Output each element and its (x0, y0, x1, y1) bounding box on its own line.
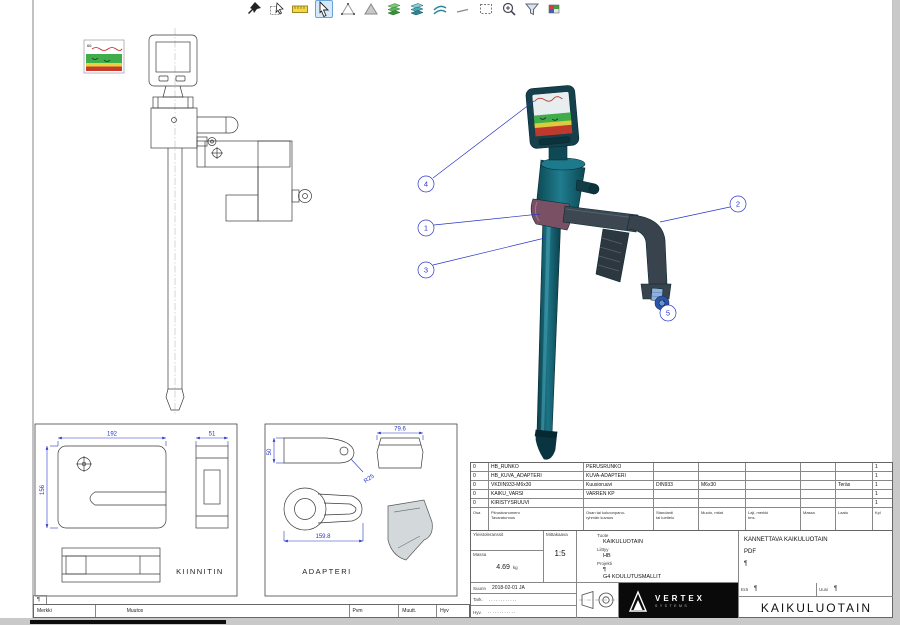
era-cell: Erä¶ (738, 583, 816, 597)
table-row: 0 VKDIN933-M6x30 Kuusioruuvi DIN933 M6x3… (471, 481, 892, 490)
balloon-5-circle (659, 304, 677, 322)
vertex-triangle-icon (628, 589, 648, 612)
revision-merkki: Merkki (34, 605, 96, 617)
pin-icon[interactable] (246, 1, 262, 17)
table-row: 0 HB_RUNKO PERUSRUNKO 1 (471, 463, 892, 472)
balloon-2-circle (729, 195, 747, 213)
title-block[interactable]: Yleistoleranssit Mittakaava 1:5 Massa 4.… (470, 531, 894, 618)
zoom-in-icon[interactable] (501, 1, 517, 17)
approved-by-cell: Hyv............. (473, 609, 517, 615)
checker-icon[interactable] (547, 1, 563, 17)
vertex-logo: VERTEX SYSTEMS (618, 583, 738, 618)
filter-icon[interactable] (524, 1, 540, 17)
drawing-toolbar (246, 0, 563, 18)
product-title: KANNETTAVA KAIKULUOTAIN (744, 537, 828, 543)
detail-view-kiinnitin[interactable]: 192 51 156 KIINNITIN (34, 423, 238, 597)
balloon-3: 3 (424, 266, 428, 275)
brand-sub: SYSTEMS (655, 603, 690, 608)
iso-view-3d[interactable] (525, 85, 672, 460)
general-tolerances-cell: Yleistoleranssit (471, 531, 544, 551)
product-file-name: KAIKULUOTAIN (603, 539, 643, 545)
design-date: 2018-02-01 JA (492, 585, 525, 591)
projection-symbol-cell (576, 583, 618, 618)
sonar-thumbnail[interactable]: 66 (83, 39, 125, 74)
dim-left: 50 (267, 448, 273, 455)
balloon-1-circle (417, 219, 435, 237)
balloon-5: 5 (666, 309, 670, 318)
project-name: G4 KOULUTUSMALLIT (603, 574, 662, 580)
uusi-cell: Uusi¶ (816, 583, 894, 597)
swoosh-icon[interactable] (432, 1, 448, 17)
balloon-callouts[interactable]: 4 1 3 2 5 (417, 100, 747, 322)
dim-side: 51 (209, 432, 216, 438)
revision-hyv: Hyv (440, 608, 449, 614)
drawing-title: KAIKULUOTAIN (760, 600, 873, 615)
dim-radius: R25 (363, 473, 376, 485)
dim-width: 192 (107, 432, 118, 438)
dim-top: 79.6 (394, 427, 406, 433)
dash-icon[interactable] (455, 1, 471, 17)
balloon-4: 4 (424, 180, 428, 189)
bottom-strip (0, 618, 900, 625)
mass-unit: kg (512, 565, 518, 570)
detail-label-kiinnitin: KIINNITIN (176, 567, 224, 576)
triangle-outline-icon[interactable] (340, 1, 356, 17)
revision-muutt: Muutt. (399, 605, 438, 617)
cursor-box-icon[interactable] (269, 1, 285, 17)
pilcrow-mark: ¶ (744, 561, 748, 567)
scale-cell: Mittakaava 1:5 (544, 531, 576, 583)
table-row: 0 KIRISTYSRUUVI 1 (471, 499, 892, 508)
layers-green-icon[interactable] (386, 1, 402, 17)
revision-pvm: Pvm (350, 605, 400, 617)
triangle-shaded-icon[interactable] (363, 1, 379, 17)
doc-type: PDF (744, 549, 756, 555)
parts-list-table[interactable]: 0 HB_RUNKO PERUSRUNKO 1 0 HB_KUVA_ADAPTE… (470, 462, 893, 531)
sonar-reading: 66 (87, 43, 92, 48)
balloon-3-circle (417, 261, 435, 279)
balloon-4-circle (417, 175, 435, 193)
drawing-title-cell: KAIKULUOTAIN (738, 597, 894, 618)
dim-length: 159.8 (315, 534, 331, 540)
project-info-cell: Tuote KAIKULUOTAIN Liittyy HB Projekti ¶… (576, 531, 738, 583)
front-view-2d[interactable] (148, 28, 312, 414)
revision-muutos: Muutos (96, 605, 350, 617)
mass-value: 4.69 (496, 564, 510, 571)
scale-value: 1:5 (554, 549, 566, 558)
detail-label-adapteri: ADAPTERI (302, 567, 352, 576)
brand-name: VERTEX (655, 593, 706, 603)
first-angle-projection-icon (579, 590, 617, 610)
related-code: HB (603, 553, 611, 559)
table-row: 0 HB_KUVA_ADAPTERI KUVA-ADAPTERI 1 (471, 472, 892, 481)
pilcrow-cell: ¶ (33, 595, 47, 604)
dim-height: 156 (40, 484, 46, 495)
table-row: 0 KAIKU_VARSI VARREN KP 1 (471, 490, 892, 499)
select-arrow-icon[interactable] (315, 0, 333, 18)
marquee-icon[interactable] (478, 1, 494, 17)
right-margin (893, 0, 900, 625)
revision-strip: Merkki Muutos Pvm Muutt. Hyv (33, 604, 470, 618)
pilcrow-mark: ¶ (603, 567, 606, 573)
balloon-2: 2 (736, 200, 740, 209)
document-info-cell: KANNETTAVA KAIKULUOTAIN PDF ¶ (738, 531, 894, 583)
ruler-icon[interactable] (292, 1, 308, 17)
detail-view-adapteri[interactable]: 79.6 50 R25 159.8 ADAPTERI (264, 423, 458, 597)
balloon-1: 1 (424, 224, 428, 233)
layers-teal-icon[interactable] (409, 1, 425, 17)
checked-by-cell: Tark............. (471, 594, 576, 606)
bottom-scroll-segment[interactable] (30, 620, 226, 624)
